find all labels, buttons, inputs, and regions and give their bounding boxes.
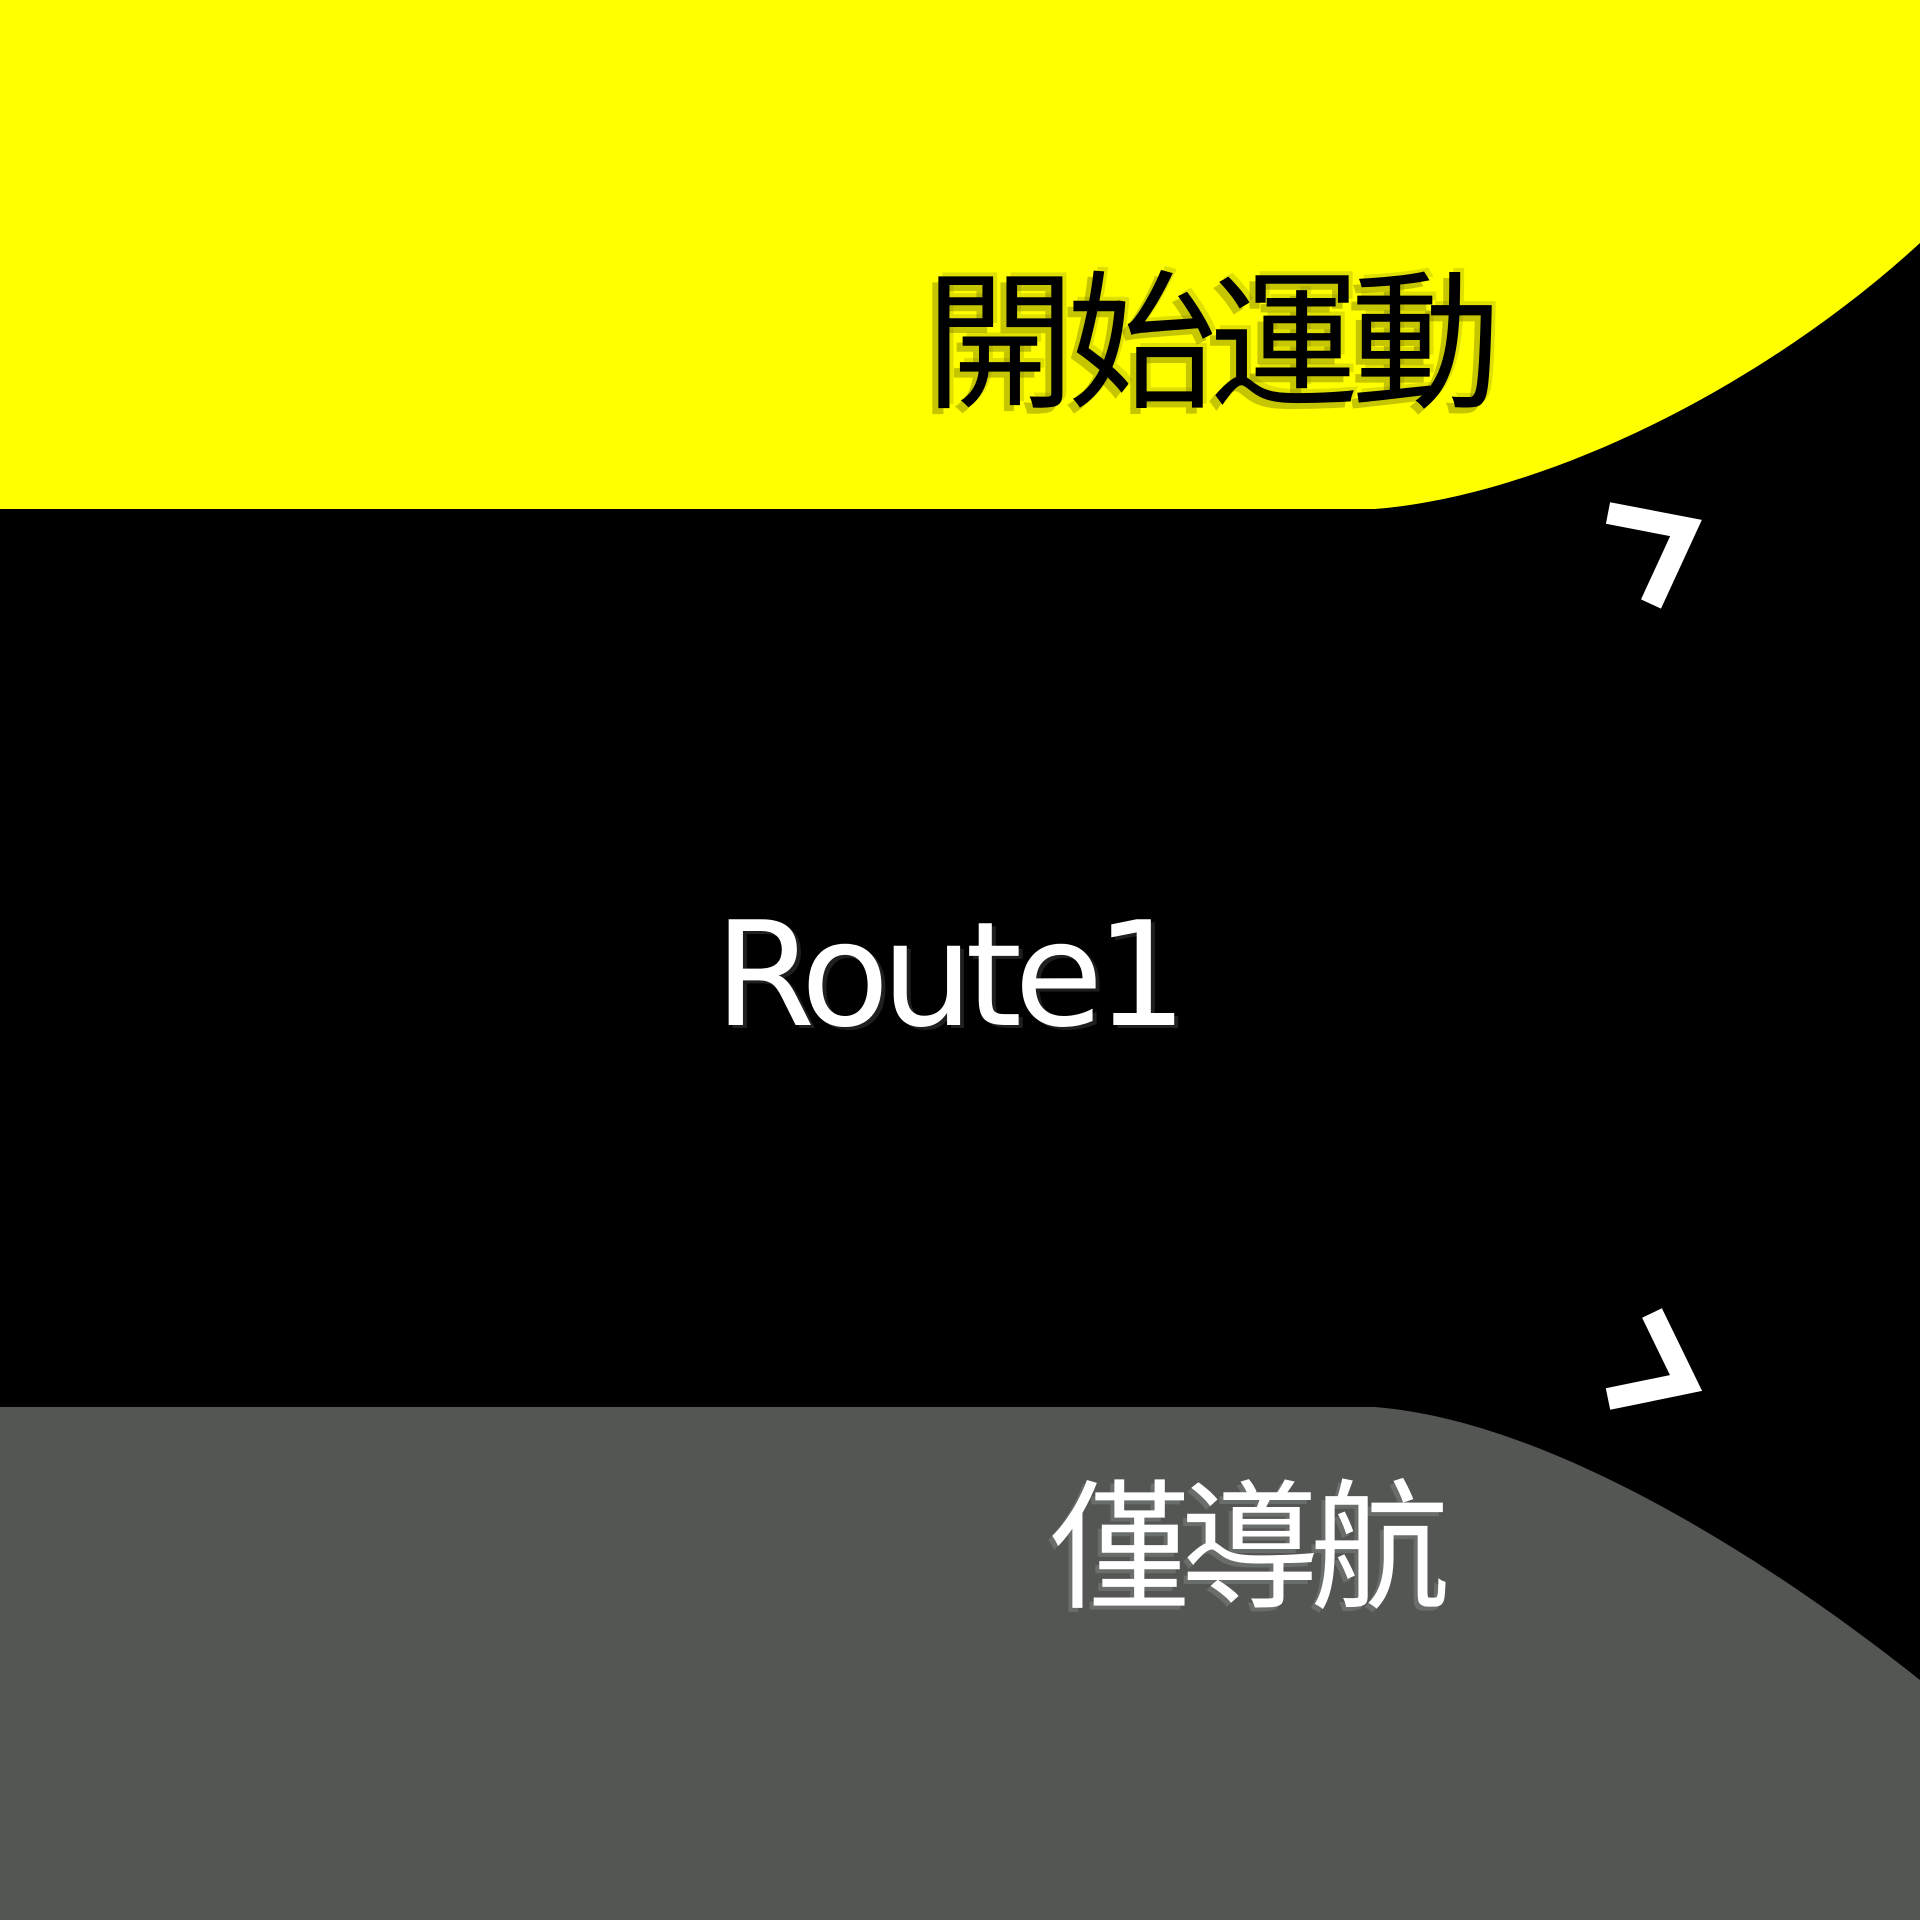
chevron-right-icon	[1605, 502, 1702, 609]
route-name-label: Route1	[714, 891, 1187, 1060]
start-activity-label[interactable]: 開始運動	[924, 258, 1501, 432]
start-activity-button[interactable]	[0, 0, 1920, 509]
chevron-down-right-icon	[1605, 1308, 1703, 1410]
navigate-only-label[interactable]: 僅導航	[1049, 1468, 1450, 1631]
navigate-only-button[interactable]	[0, 1407, 1920, 1920]
